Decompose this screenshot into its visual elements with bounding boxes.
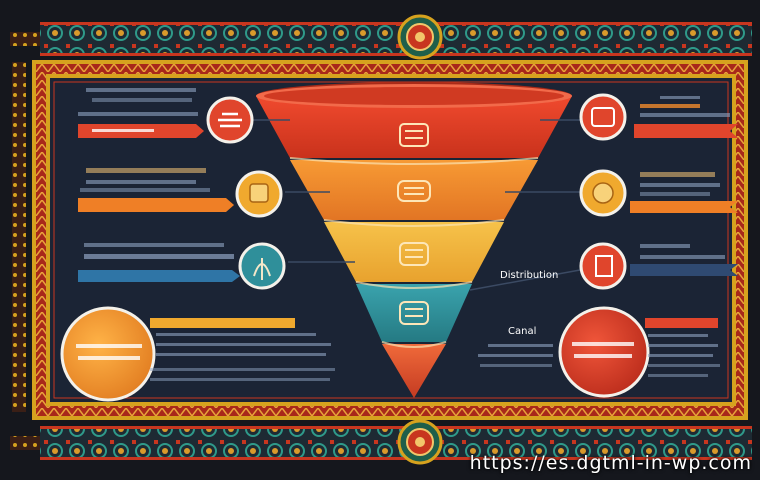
canal-label: Canal [508, 326, 537, 337]
bottom-ornament-band [10, 426, 752, 460]
funnel [256, 82, 572, 398]
left-block-2 [78, 168, 283, 218]
bag-icon [579, 93, 627, 141]
distribution-label: Distribution [500, 270, 559, 281]
funnel-layer-2 [290, 160, 538, 220]
funnel-layer-4 [356, 284, 472, 342]
right-block-3 [579, 242, 738, 290]
watermark-url: https://es.dgtml-in-wp.com [469, 452, 752, 474]
bottom-medallion-icon [397, 419, 443, 465]
chat-icon [399, 301, 429, 325]
connector-lines [250, 119, 581, 291]
document-icon [399, 123, 429, 147]
left-block-1 [78, 88, 254, 144]
right-block-4 [478, 306, 720, 398]
funnel-layer-3 [324, 222, 504, 282]
box-icon [399, 242, 429, 266]
left-block-3 [78, 242, 286, 290]
funnel-tip [382, 344, 446, 398]
right-block-1 [579, 93, 738, 141]
funnel-layer-1 [256, 96, 572, 158]
right-block-2 [579, 169, 738, 217]
top-medallion-icon [397, 14, 443, 60]
stack-icon [397, 180, 431, 202]
top-ornament-band [10, 22, 752, 56]
left-block-4 [60, 306, 335, 402]
